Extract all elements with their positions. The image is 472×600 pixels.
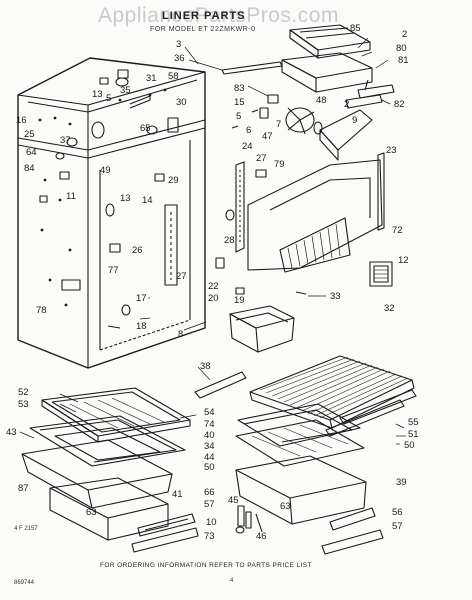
callout-28: 28 bbox=[224, 235, 235, 246]
callout-84: 84 bbox=[24, 163, 35, 174]
callout-29: 29 bbox=[168, 175, 179, 186]
callout-32: 32 bbox=[384, 303, 395, 314]
left-shelf-assembly bbox=[22, 388, 198, 552]
callout-18: 18 bbox=[136, 321, 147, 332]
freezer-top-parts bbox=[222, 25, 394, 160]
callout-63: 63 bbox=[86, 507, 97, 518]
callout-85: 85 bbox=[350, 23, 361, 34]
callout-72: 72 bbox=[392, 225, 403, 236]
callout-81: 81 bbox=[398, 55, 409, 66]
callout-52: 52 bbox=[18, 387, 29, 398]
callout-9: 9 bbox=[352, 115, 358, 126]
callout-14: 14 bbox=[142, 195, 153, 206]
callout-19: 19 bbox=[234, 295, 245, 306]
callout-20: 20 bbox=[208, 293, 219, 304]
callout-24: 24 bbox=[242, 141, 253, 152]
callout-57b: 57 bbox=[392, 521, 403, 532]
callout-49: 49 bbox=[100, 165, 111, 176]
callout-50: 50 bbox=[204, 462, 215, 473]
callout-74: 74 bbox=[204, 419, 215, 430]
callout-27b: 27 bbox=[256, 153, 267, 164]
callout-36: 36 bbox=[174, 53, 185, 64]
callout-54: 54 bbox=[204, 407, 215, 418]
callout-30: 30 bbox=[176, 97, 187, 108]
callout-87: 87 bbox=[18, 483, 29, 494]
callout-10: 10 bbox=[206, 517, 217, 528]
callout-73: 73 bbox=[204, 531, 215, 542]
part-number: 869744 bbox=[14, 580, 35, 586]
leader-lines bbox=[20, 38, 406, 444]
liner-cabinet bbox=[18, 58, 205, 368]
shelf-bar bbox=[195, 372, 246, 398]
callout-26: 26 bbox=[132, 245, 143, 256]
callout-5: 5 bbox=[106, 93, 112, 104]
callout-83: 83 bbox=[234, 83, 245, 94]
callout-11: 11 bbox=[66, 191, 76, 202]
callout-44: 44 bbox=[204, 452, 215, 463]
callout-8: 8 bbox=[178, 329, 184, 340]
callout-64: 64 bbox=[26, 147, 37, 158]
callout-46: 46 bbox=[256, 531, 267, 542]
callout-13b: 13 bbox=[120, 193, 131, 204]
callout-15: 15 bbox=[234, 97, 245, 108]
ordering-note: FOR ORDERING INFORMATION REFER TO PARTS … bbox=[100, 562, 312, 569]
callout-3: 3 bbox=[176, 39, 182, 50]
callout-12: 12 bbox=[398, 255, 409, 266]
callout-6: 6 bbox=[246, 125, 252, 136]
callout-82: 82 bbox=[394, 99, 405, 110]
callout-39: 39 bbox=[396, 477, 407, 488]
callout-7: 7 bbox=[276, 119, 282, 130]
evaporator-cover-panel bbox=[216, 153, 392, 294]
callout-50b: 50 bbox=[404, 440, 415, 451]
watermark: AppliancePartsPros.com bbox=[98, 4, 339, 27]
callout-77: 77 bbox=[108, 265, 119, 276]
callout-66: 66 bbox=[204, 487, 215, 498]
callout-79: 79 bbox=[274, 159, 285, 170]
callout-41: 41 bbox=[172, 489, 183, 500]
callout-51: 51 bbox=[408, 429, 419, 440]
callout-35: 35 bbox=[120, 85, 131, 96]
drawing-code: 4 F 2157 bbox=[14, 526, 38, 532]
callout-37: 37 bbox=[60, 135, 71, 146]
right-shelf-assembly bbox=[236, 356, 416, 554]
page-title: LINER PARTS bbox=[162, 10, 246, 22]
callout-13: 13 bbox=[92, 89, 103, 100]
callout-47: 47 bbox=[262, 131, 273, 142]
callout-55: 55 bbox=[408, 417, 419, 428]
callout-40: 40 bbox=[204, 430, 215, 441]
callout-65: 65 bbox=[140, 123, 151, 134]
callout-63b: 63 bbox=[280, 501, 291, 512]
callout-33: 33 bbox=[330, 291, 341, 302]
callout-2b: 2 bbox=[344, 99, 350, 110]
page-number: 4 bbox=[230, 578, 234, 584]
callout-5b: 5 bbox=[236, 111, 242, 122]
callout-58: 58 bbox=[168, 71, 179, 82]
callout-23: 23 bbox=[386, 145, 397, 156]
callout-22: 22 bbox=[208, 281, 219, 292]
callout-53: 53 bbox=[18, 399, 29, 410]
model-subtitle: FOR MODEL ET 22ZMKWR-0 bbox=[150, 26, 256, 33]
callout-17: 17 bbox=[136, 293, 147, 304]
callout-16: 16 bbox=[16, 115, 27, 126]
callout-38: 38 bbox=[200, 361, 211, 372]
callout-45: 45 bbox=[228, 495, 239, 506]
small-drawer bbox=[230, 306, 294, 352]
callout-27: 27 bbox=[176, 271, 187, 282]
callout-78: 78 bbox=[36, 305, 47, 316]
callout-80: 80 bbox=[396, 43, 407, 54]
callout-25: 25 bbox=[24, 129, 35, 140]
callout-56: 56 bbox=[392, 507, 403, 518]
callout-43: 43 bbox=[6, 427, 17, 438]
callout-57: 57 bbox=[204, 499, 215, 510]
callout-48: 48 bbox=[316, 95, 327, 106]
callout-34: 34 bbox=[204, 441, 215, 452]
callout-31: 31 bbox=[146, 73, 157, 84]
callout-2: 2 bbox=[402, 29, 408, 40]
